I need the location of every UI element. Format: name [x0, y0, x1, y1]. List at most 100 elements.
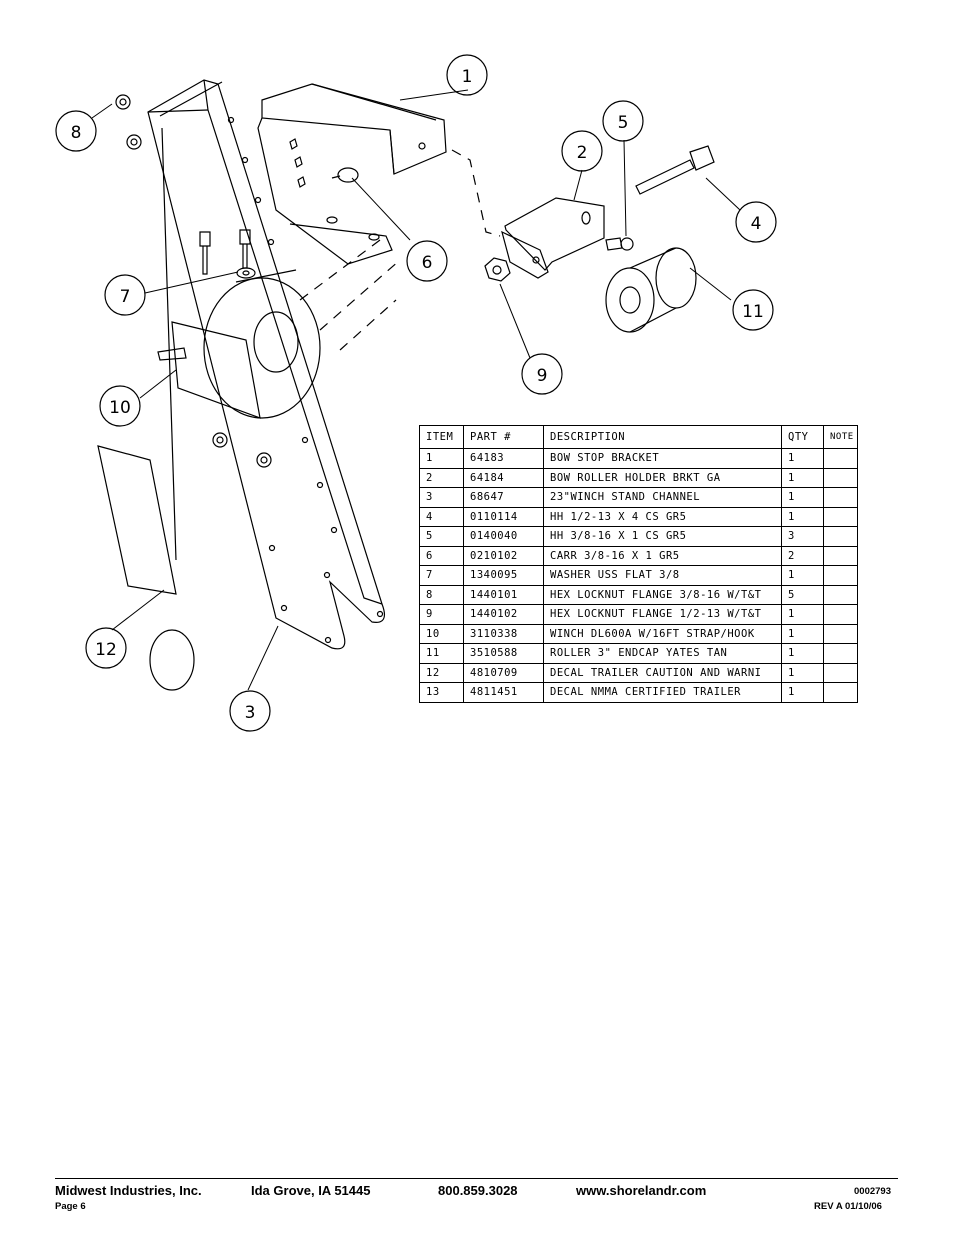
cell-note	[823, 662, 858, 683]
header-part-number: PART #	[463, 425, 544, 449]
footer-revision: REV A 01/10/06	[814, 1201, 882, 1212]
footer-location: Ida Grove, IA 51445	[251, 1183, 371, 1198]
cell-note	[823, 604, 858, 625]
cell-qty: 1	[781, 448, 824, 469]
cell-note	[823, 623, 858, 644]
cell-part-number: 64183	[463, 448, 544, 469]
cell-note	[823, 643, 858, 664]
cell-part-number: 1440101	[463, 584, 544, 605]
cell-item: 10	[419, 623, 464, 644]
cell-description: HEX LOCKNUT FLANGE 1/2-13 W/T&T	[543, 604, 782, 625]
cell-item: 6	[419, 545, 464, 566]
header-description: DESCRIPTION	[543, 425, 782, 449]
header-qty: QTY	[781, 425, 824, 449]
cell-part-number: 68647	[463, 487, 544, 508]
table-header-row: ITEM PART # DESCRIPTION QTY NOTE	[419, 425, 858, 449]
footer-company: Midwest Industries, Inc.	[55, 1183, 202, 1198]
roller-drawing	[605, 247, 697, 333]
callout-12: 12	[85, 627, 127, 669]
callout-8: 8	[55, 110, 97, 152]
cell-note	[823, 526, 858, 547]
locknut-half-inch-drawing	[484, 257, 511, 282]
winch-stand-channel-drawing	[147, 79, 385, 650]
cell-item: 13	[419, 682, 464, 703]
cell-part-number: 1440102	[463, 604, 544, 625]
cell-description: ROLLER 3" ENDCAP YATES TAN	[543, 643, 782, 664]
cell-qty: 3	[781, 526, 824, 547]
callout-2: 2	[561, 130, 603, 172]
cell-item: 4	[419, 506, 464, 527]
cell-description: WASHER USS FLAT 3/8	[543, 565, 782, 586]
cell-part-number: 0210102	[463, 545, 544, 566]
callout-4: 4	[735, 201, 777, 243]
cell-part-number: 3110338	[463, 623, 544, 644]
cell-note	[823, 545, 858, 566]
hardware-drawing	[115, 94, 272, 468]
footer-phone: 800.859.3028	[438, 1183, 518, 1198]
cell-description: BOW ROLLER HOLDER BRKT GA	[543, 467, 782, 488]
cell-item: 1	[419, 448, 464, 469]
cell-part-number: 1340095	[463, 565, 544, 586]
cell-note	[823, 448, 858, 469]
footer-divider	[55, 1178, 898, 1179]
callout-9: 9	[521, 353, 563, 395]
cell-description: WINCH DL600A W/16FT STRAP/HOOK	[543, 623, 782, 644]
cell-item: 7	[419, 565, 464, 586]
cell-qty: 1	[781, 467, 824, 488]
cell-note	[823, 565, 858, 586]
cell-qty: 1	[781, 643, 824, 664]
winch-drawing	[157, 269, 321, 419]
svg-text:5: 5	[618, 113, 629, 133]
svg-text:2: 2	[577, 143, 588, 163]
callout-5: 5	[602, 100, 644, 142]
cell-qty: 1	[781, 682, 824, 703]
svg-text:12: 12	[95, 640, 117, 660]
callout-6: 6	[406, 240, 448, 282]
cell-part-number: 4810709	[463, 662, 544, 683]
footer-website: www.shorelandr.com	[576, 1183, 707, 1198]
cell-qty: 1	[781, 662, 824, 683]
callout-11: 11	[732, 289, 774, 331]
hex-bolt-1in-drawing	[605, 237, 634, 251]
cell-qty: 1	[781, 487, 824, 508]
cell-item: 3	[419, 487, 464, 508]
callout-10: 10	[99, 385, 141, 427]
decal-drawing	[97, 445, 195, 691]
svg-text:9: 9	[537, 366, 548, 386]
cell-item: 11	[419, 643, 464, 664]
cell-description: BOW STOP BRACKET	[543, 448, 782, 469]
cell-qty: 2	[781, 545, 824, 566]
svg-text:10: 10	[109, 398, 131, 418]
cell-description: CARR 3/8-16 X 1 GR5	[543, 545, 782, 566]
cell-note	[823, 682, 858, 703]
svg-text:8: 8	[71, 123, 82, 143]
svg-text:11: 11	[742, 302, 764, 322]
cell-part-number: 4811451	[463, 682, 544, 703]
cell-qty: 1	[781, 623, 824, 644]
cell-item: 5	[419, 526, 464, 547]
cell-part-number: 0110114	[463, 506, 544, 527]
footer-page-number: Page 6	[55, 1201, 86, 1212]
cell-qty: 1	[781, 604, 824, 625]
callout-7: 7	[104, 274, 146, 316]
header-item: ITEM	[419, 425, 464, 449]
cell-note	[823, 467, 858, 488]
cell-note	[823, 506, 858, 527]
cell-part-number: 3510588	[463, 643, 544, 664]
callout-1: 1	[446, 54, 488, 96]
exploded-assembly-diagram: 1 2 3 4 5 6 7 8 9 10 11 12	[55, 54, 777, 732]
bow-roller-holder-bracket-drawing	[501, 197, 605, 279]
cell-description: HH 1/2-13 X 4 CS GR5	[543, 506, 782, 527]
footer-doc-number: 0002793	[854, 1186, 891, 1197]
assembly-lines	[299, 149, 501, 351]
cell-qty: 1	[781, 565, 824, 586]
svg-text:3: 3	[245, 703, 256, 723]
